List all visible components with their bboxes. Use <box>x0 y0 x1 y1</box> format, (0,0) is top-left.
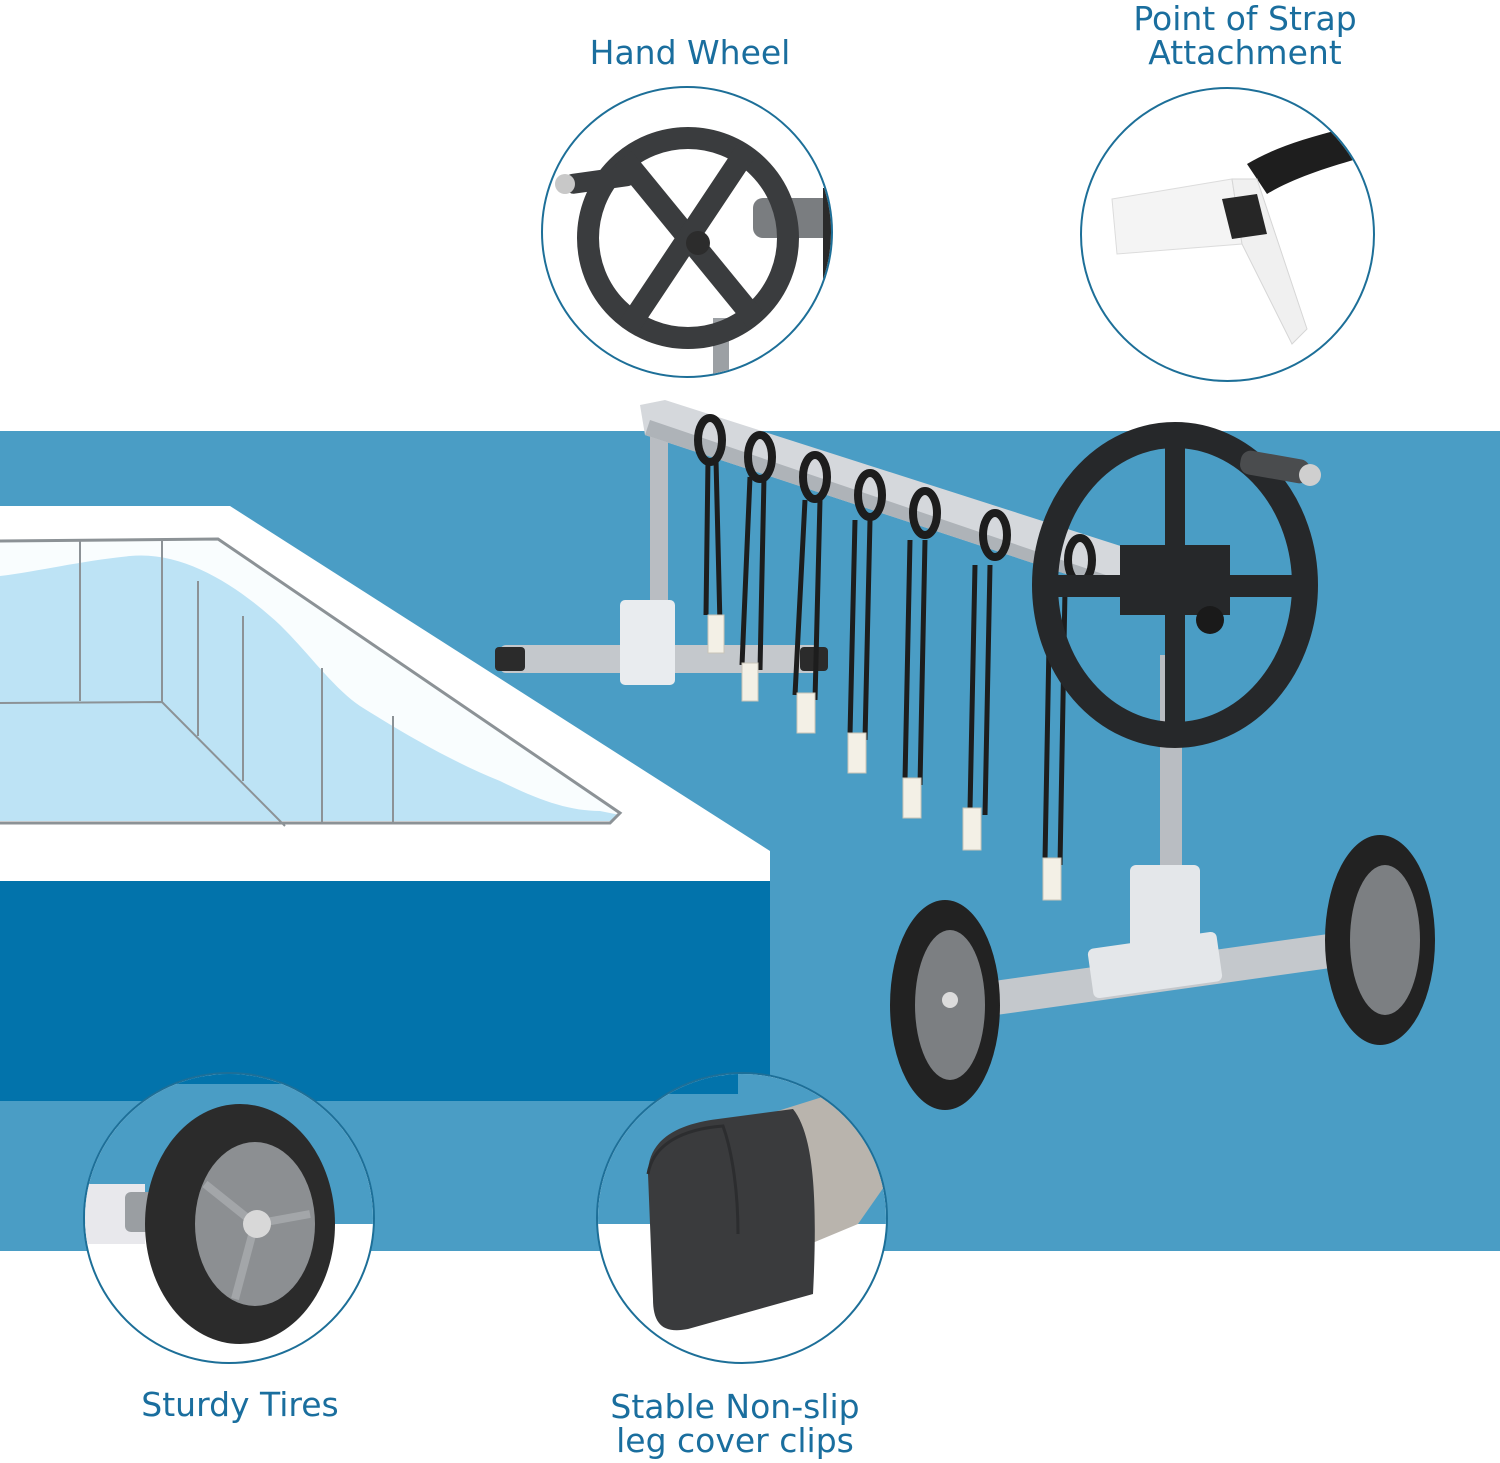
right-wheel <box>1325 835 1435 1045</box>
leg-cover-clips-callout-circle <box>596 1072 888 1364</box>
hand-wheel <box>1032 422 1321 748</box>
leg-cover-clips-label-line2: leg cover clips <box>616 1421 854 1460</box>
leg-cap-icon <box>598 1074 886 1331</box>
leg-cover-clips-label-line1: Stable Non-slip <box>610 1387 860 1426</box>
sturdy-tires-label: Sturdy Tires <box>141 1385 339 1424</box>
strap-attachment-label-line1: Point of Strap <box>1133 0 1357 38</box>
strap-attachment-callout-circle <box>1080 87 1375 382</box>
pool-cover-reel-illustration <box>495 400 1435 1110</box>
strap-clip-icon <box>1111 129 1357 345</box>
hand-wheel-label: Hand Wheel <box>589 33 791 72</box>
left-wheel <box>890 900 1000 1110</box>
tire-icon <box>85 1074 373 1344</box>
strap-attachment-label-line2: Attachment <box>1148 33 1342 72</box>
hand-wheel-icon <box>555 127 831 376</box>
sturdy-tires-callout-circle <box>83 1072 375 1364</box>
pool-illustration <box>0 506 770 1101</box>
leg-cover-clips-label: Stable Non-slip leg cover clips <box>590 1390 880 1458</box>
strap-attachment-label: Point of Strap Attachment <box>1100 2 1390 70</box>
hand-wheel-callout-circle <box>541 86 833 378</box>
